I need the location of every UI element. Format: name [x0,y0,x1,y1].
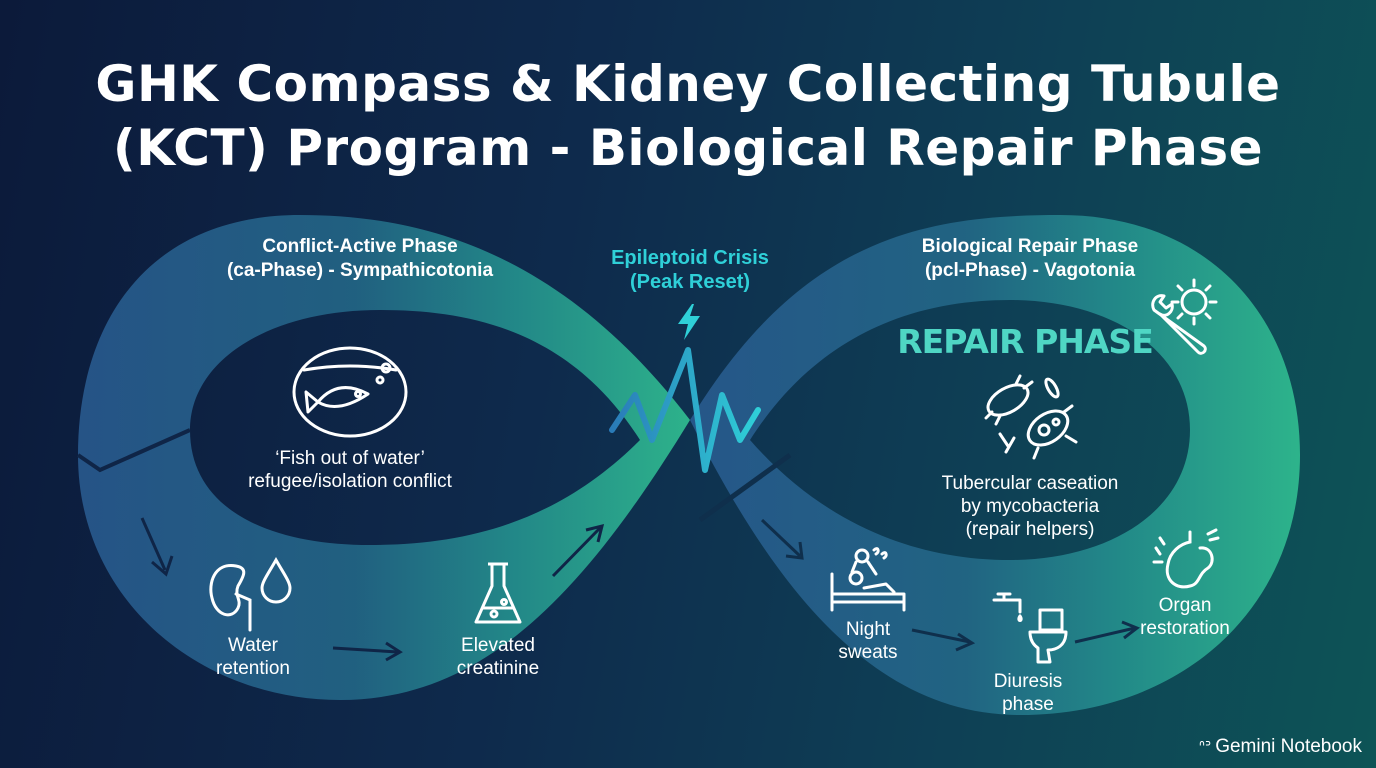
ca-phase-loop [78,215,690,700]
step-night-sweats-line-2: sweats [838,642,898,663]
crisis-heading-line-1: Epileptoid Crisis [611,247,769,269]
step-elevated-creatinine-line-2: creatinine [456,658,540,679]
flask-icon [474,562,522,624]
faucet-toilet-icon [992,592,1068,664]
water-drop-icon [260,556,292,604]
bacteria-icon [984,374,1078,460]
lightning-icon [678,304,700,340]
ca-phase-heading-line-1: Conflict-Active Phase [262,236,458,257]
step-diuresis: Diuresis phase [968,670,1088,716]
step-organ-restoration-line-1: Organ [1158,595,1212,616]
step-diuresis-line-2: phase [1002,694,1054,715]
crisis-heading-line-2: (Peak Reset) [629,271,751,293]
step-night-sweats-line-1: Night [845,619,891,640]
right-lane-divider [698,452,792,523]
ca-phase-heading-line-2: (ca-Phase) - Sympathicotonia [226,260,494,281]
bed-sweat-icon [830,547,906,612]
arrow-ca-2 [332,641,403,662]
step-diuresis-line-1: Diuresis [993,671,1063,692]
repair-description-line-1: Tubercular caseation [941,473,1119,494]
step-night-sweats: Night sweats [808,618,928,664]
repair-description: Tubercular caseation by mycobacteria (re… [900,472,1160,541]
conflict-description: ‘Fish out of water’ refugee/isolation co… [200,447,500,493]
conflict-description-line-1: ‘Fish out of water’ [275,448,425,469]
repair-description-line-3: (repair helpers) [965,519,1095,540]
step-organ-restoration: Organ restoration [1120,594,1250,640]
step-elevated-creatinine: Elevated creatinine [428,634,568,680]
pcl-phase-heading: Biological Repair Phase (pcl-Phase) - Va… [840,235,1220,283]
arrow-pcl-2 [911,628,976,652]
step-organ-restoration-line-2: restoration [1140,618,1230,639]
title-line-1: GHK Compass & Kidney Collecting Tubule [95,55,1281,113]
step-elevated-creatinine-line-1: Elevated [461,635,535,656]
arrow-ca-1 [140,517,174,577]
arrow-pcl-1 [760,518,804,560]
stomach-icon [1152,528,1220,589]
pcl-phase-loop [690,215,1300,715]
step-water-retention-line-2: retention [216,658,290,679]
title-line-2: (KCT) Program - Biological Repair Phase [112,119,1264,177]
left-lane-divider [76,428,191,473]
fishbowl-icon [292,346,408,438]
step-water-retention: Water retention [183,634,323,680]
watermark-text: Gemini Notebook [1215,736,1362,757]
arrow-pcl-3 [1074,620,1141,644]
crisis-heading: Epileptoid Crisis (Peak Reset) [580,246,800,294]
wrench-gear-icon [1151,278,1218,355]
arrow-ca-3 [551,523,605,578]
kidney-icon [209,564,252,632]
step-water-retention-line-1: Water [228,635,278,656]
page-title: GHK Compass & Kidney Collecting Tubule (… [0,52,1376,180]
conflict-description-line-2: refugee/isolation conflict [248,471,452,492]
gemini-logo-icon: ᐢᐣ [1198,739,1212,756]
crisis-pulse-line [609,347,761,473]
repair-phase-banner: REPAIR PHASE [897,322,1153,361]
ca-phase-heading: Conflict-Active Phase (ca-Phase) - Sympa… [160,235,560,283]
pcl-phase-heading-line-1: Biological Repair Phase [921,236,1139,257]
repair-description-line-2: by mycobacteria [960,496,1100,517]
pcl-phase-heading-line-2: (pcl-Phase) - Vagotonia [924,260,1136,281]
